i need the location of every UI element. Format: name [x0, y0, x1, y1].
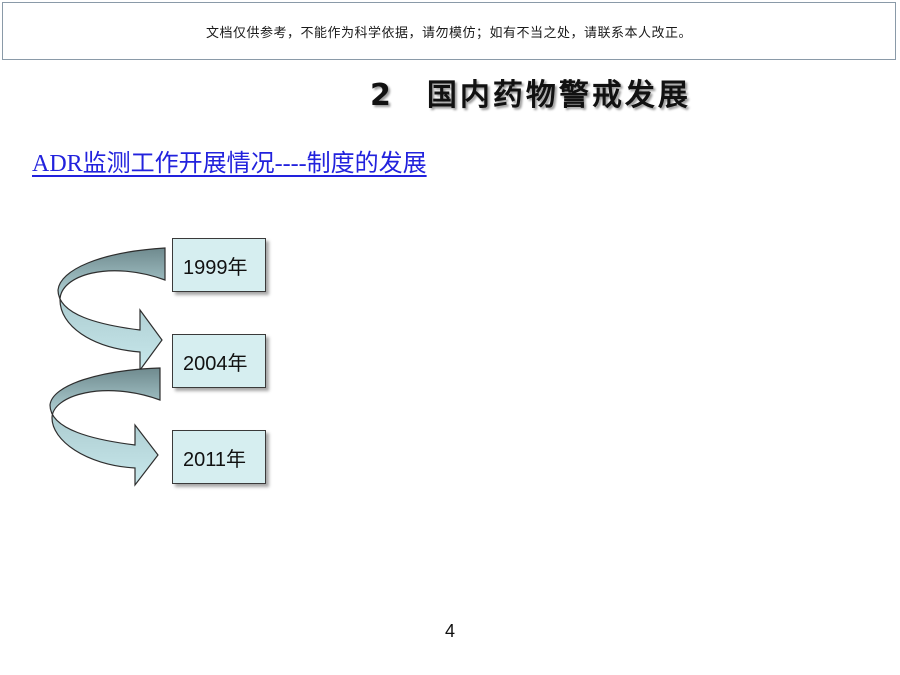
year-box-2004: 2004年 — [172, 334, 266, 388]
year-box-2011: 2011年 — [172, 430, 266, 484]
year-box-1999: 1999年 — [172, 238, 266, 292]
notice-text: 文档仅供参考，不能作为科学依据，请勿模仿；如有不当之处，请联系本人改正。 — [205, 25, 692, 41]
subtitle-link[interactable]: ADR监测工作开展情况----制度的发展 — [32, 151, 427, 177]
timeline-diagram: 1999年 2004年 2011年 — [40, 230, 290, 500]
timeline-arrows — [49, 247, 166, 487]
page-number: 4 — [444, 621, 455, 641]
slide-title: 2 国内药物警戒发展 — [370, 78, 691, 113]
curved-arrow-icon — [57, 247, 166, 372]
curved-arrow-icon — [49, 367, 161, 487]
notice-banner: 文档仅供参考，不能作为科学依据，请勿模仿；如有不当之处，请联系本人改正。 — [2, 2, 896, 60]
